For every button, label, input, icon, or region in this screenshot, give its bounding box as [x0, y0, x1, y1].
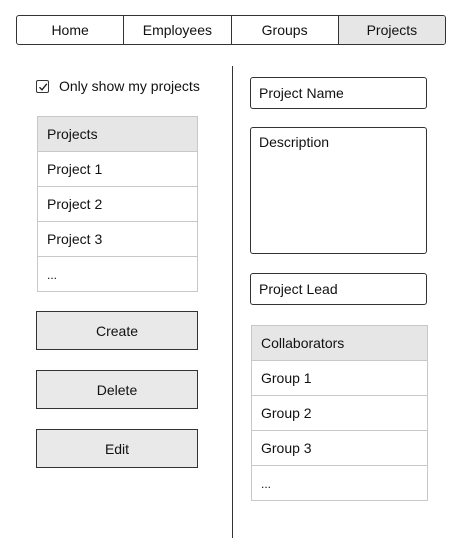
- only-my-projects-filter[interactable]: Only show my projects: [36, 78, 200, 94]
- only-my-projects-label: Only show my projects: [59, 78, 200, 94]
- project-list-more[interactable]: ...: [47, 267, 58, 282]
- project-name-field[interactable]: Project Name: [250, 77, 427, 109]
- collaborator-list-item[interactable]: Group 3: [252, 431, 427, 466]
- project-list-item[interactable]: Project 1: [38, 152, 197, 187]
- delete-button[interactable]: Delete: [36, 370, 198, 409]
- edit-button[interactable]: Edit: [36, 429, 198, 468]
- tab-projects[interactable]: Projects: [338, 16, 445, 44]
- projects-list-header: Projects: [38, 117, 197, 152]
- main-nav: Home Employees Groups Projects: [16, 15, 446, 45]
- tab-employees[interactable]: Employees: [124, 16, 232, 44]
- collaborator-list-more[interactable]: ...: [261, 476, 272, 491]
- only-my-projects-checkbox[interactable]: [36, 79, 49, 93]
- collaborator-list-item[interactable]: Group 2: [252, 396, 427, 431]
- collaborators-list: Collaborators Group 1 Group 2 Group 3 ..…: [251, 325, 428, 501]
- project-lead-field[interactable]: Project Lead: [250, 273, 427, 305]
- project-list-item[interactable]: Project 3: [38, 222, 197, 257]
- tab-groups[interactable]: Groups: [232, 16, 339, 44]
- project-list-item[interactable]: Project 2: [38, 187, 197, 222]
- create-button[interactable]: Create: [36, 311, 198, 350]
- projects-list: Projects Project 1 Project 2 Project 3 .…: [37, 116, 198, 292]
- collaborators-list-header: Collaborators: [252, 326, 427, 361]
- tab-home[interactable]: Home: [17, 16, 125, 44]
- description-field[interactable]: Description: [250, 127, 427, 254]
- check-icon: [38, 82, 48, 91]
- vertical-divider: [232, 66, 233, 538]
- collaborator-list-item[interactable]: Group 1: [252, 361, 427, 396]
